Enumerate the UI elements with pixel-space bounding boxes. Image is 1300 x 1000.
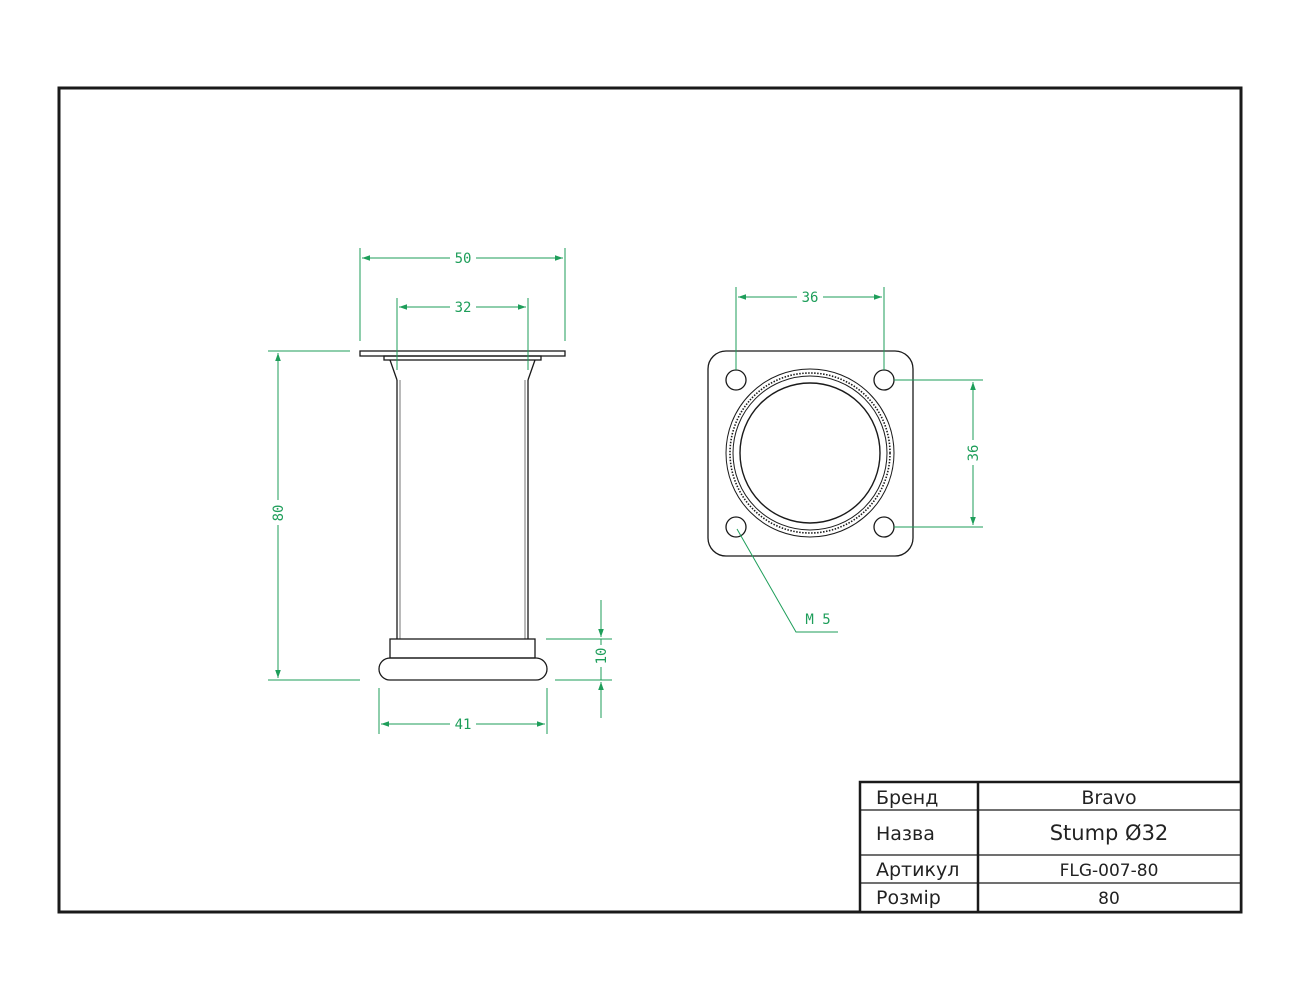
mount-hole-top-left xyxy=(725,369,747,391)
top-view-part xyxy=(707,350,914,557)
dim-label-36-horizontal: 36 xyxy=(802,290,819,306)
title-block-label-article: Артикул xyxy=(876,859,959,881)
side-view-dimension-labels: 50 32 80 41 10 xyxy=(271,251,610,733)
side-view-dimensions xyxy=(268,248,612,734)
title-block-value-article: FLG-007-80 xyxy=(1060,861,1159,881)
mount-hole-bottom-left xyxy=(725,516,747,538)
top-view-dimension-labels: 36 36 M 5 xyxy=(802,290,982,628)
dim-label-10: 10 xyxy=(594,648,610,665)
side-view-part xyxy=(359,350,566,681)
title-block-label-name: Назва xyxy=(876,823,935,845)
thread-label: M 5 xyxy=(805,612,830,628)
dim-label-50: 50 xyxy=(455,251,472,267)
title-block-label-brand: Бренд xyxy=(876,787,938,809)
mount-hole-bottom-right xyxy=(873,516,895,538)
title-block-label-size: Розмір xyxy=(876,887,941,909)
title-block: Бренд Bravo Назва Stump Ø32 Артикул FLG-… xyxy=(858,780,1243,914)
dim-label-32: 32 xyxy=(455,300,472,316)
title-block-value-brand: Bravo xyxy=(1081,787,1136,809)
dim-label-80: 80 xyxy=(271,505,287,522)
title-block-value-name: Stump Ø32 xyxy=(1050,821,1169,845)
drawing-frame xyxy=(57,86,1243,914)
title-block-value-size: 80 xyxy=(1098,889,1120,909)
top-view-dimensions xyxy=(735,287,983,633)
mount-hole-top-right xyxy=(873,369,895,391)
dim-label-36-vertical: 36 xyxy=(966,445,982,462)
dim-label-41: 41 xyxy=(455,717,472,733)
